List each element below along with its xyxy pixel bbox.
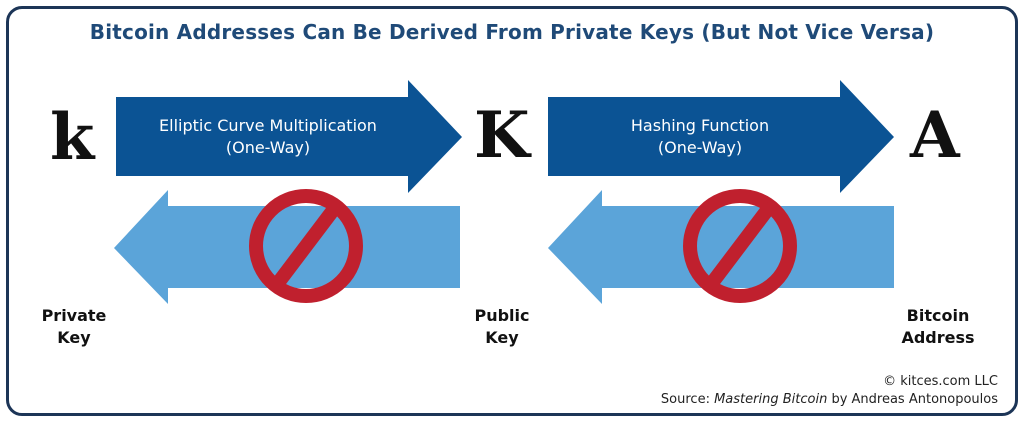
address-symbol: A [910, 98, 960, 173]
prohibition-icon [249, 189, 363, 303]
hash-label-line2: (One-Way) [657, 138, 743, 157]
hash-arrow-label: Hashing Function (One-Way) [550, 115, 850, 159]
source-title: Mastering Bitcoin [714, 392, 828, 407]
prohibition-icon [683, 189, 797, 303]
ecm-label-line2: (One-Way) [225, 138, 311, 157]
source-prefix: Source: [660, 392, 715, 407]
source-text: Source: Mastering Bitcoin by Andreas Ant… [661, 392, 998, 407]
forward-arrow-hash [548, 80, 894, 193]
forward-arrow-ecm [116, 80, 462, 193]
bitcoin-address-label-line2: Address [901, 328, 975, 347]
private-key-label: Private Key [24, 305, 124, 349]
public-key-symbol: K [474, 98, 530, 173]
public-key-label-line1: Public [474, 306, 530, 325]
private-key-label-line1: Private [41, 306, 107, 325]
public-key-label-line2: Key [485, 328, 519, 347]
bitcoin-address-label-line1: Bitcoin [906, 306, 970, 325]
source-suffix: by Andreas Antonopoulos [827, 392, 998, 407]
copyright-text: © kitces.com LLC [883, 374, 998, 389]
reverse-arrow-2 [548, 190, 894, 304]
ecm-arrow-label: Elliptic Curve Multiplication (One-Way) [118, 115, 418, 159]
private-key-symbol: k [50, 100, 95, 175]
public-key-label: Public Key [452, 305, 552, 349]
ecm-label-line1: Elliptic Curve Multiplication [159, 116, 377, 135]
diagram-title: Bitcoin Addresses Can Be Derived From Pr… [89, 20, 935, 44]
reverse-arrow-1 [114, 190, 460, 304]
bitcoin-address-label: Bitcoin Address [888, 305, 988, 349]
hash-label-line1: Hashing Function [630, 116, 770, 135]
private-key-label-line2: Key [57, 328, 91, 347]
